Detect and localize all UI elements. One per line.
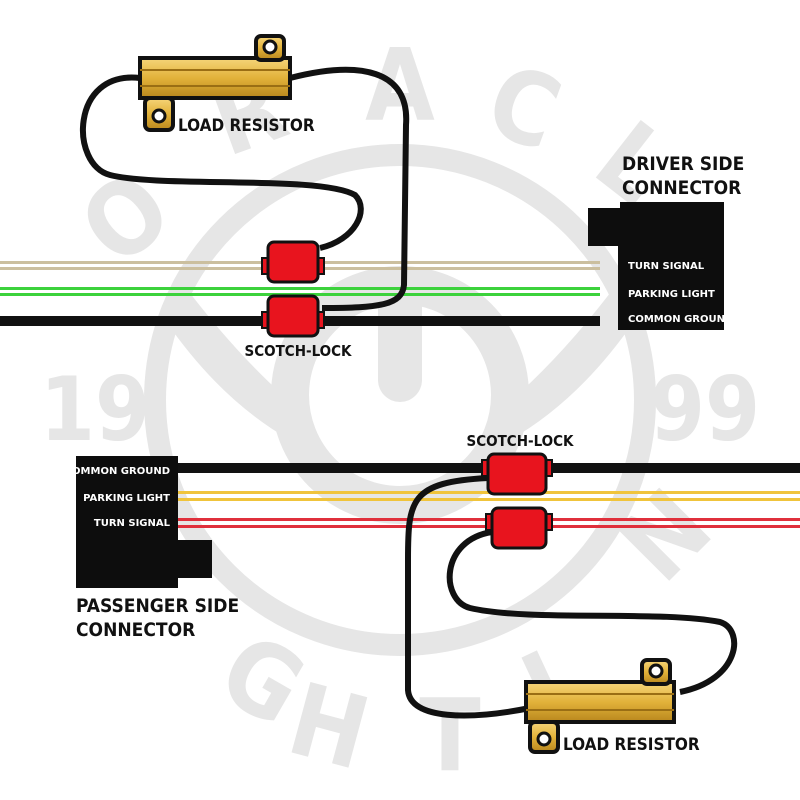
passenger-scotch-lock-label: SCOTCH-LOCK: [467, 432, 575, 450]
watermark-year-left: 19: [40, 358, 150, 461]
passenger-side-harness: LOAD RESISTOR SCOTCH-LOCK COMMON GROUND …: [65, 432, 800, 755]
driver-resistor-label: LOAD RESISTOR: [178, 116, 315, 136]
driver-scotch-lock-label: SCOTCH-LOCK: [245, 342, 353, 360]
watermark-center-mark: [378, 300, 422, 402]
driver-pin-label: PARKING LIGHT: [628, 289, 715, 300]
watermark-letter: A: [365, 27, 435, 144]
resistor-lead-wire: [289, 66, 410, 311]
driver-side-harness: LOAD RESISTOR SCOTCH-LOCK TURN SIGNAL PA…: [0, 34, 744, 360]
passenger-pin-label: TURN SIGNAL: [94, 518, 171, 529]
resistor-mount-hole: [151, 108, 167, 124]
passenger-pin-label: COMMON GROUND: [65, 466, 170, 477]
scotch-lock: [261, 294, 325, 338]
resistor-lead-wire: [80, 74, 364, 251]
driver-connector-title: CONNECTOR: [622, 177, 741, 199]
scotch-lock: [261, 240, 325, 284]
resistor-body: [138, 56, 292, 100]
scotch-lock: [481, 452, 553, 496]
watermark-inner-ring: [271, 266, 529, 524]
driver-pin-label: TURN SIGNAL: [628, 261, 705, 272]
wire-yellow: [178, 498, 800, 501]
resistor-mount-hole: [262, 39, 278, 55]
watermark-letter: T: [419, 677, 480, 794]
passenger-connector-title: CONNECTOR: [76, 619, 195, 641]
watermark-wing-right: [500, 280, 635, 440]
watermark-letter: C: [473, 41, 575, 174]
resistor-body: [524, 680, 676, 724]
driver-connector-title: DRIVER SIDE: [622, 153, 744, 175]
driver-connector: [588, 202, 724, 330]
passenger-pin-label: PARKING LIGHT: [83, 493, 170, 504]
passenger-connector-title: PASSENGER SIDE: [76, 595, 239, 617]
wire-green: [0, 287, 600, 290]
load-resistor: [524, 658, 676, 754]
passenger-connector: [76, 456, 212, 588]
resistor-mount-hole: [536, 731, 552, 747]
resistor-lead-wire: [446, 529, 738, 695]
watermark-year-right: 99: [650, 358, 760, 461]
driver-pin-label: COMMON GROUND: [628, 314, 733, 325]
passenger-resistor-label: LOAD RESISTOR: [563, 735, 700, 755]
scotch-lock: [485, 506, 553, 550]
resistor-lead-wire: [405, 475, 531, 719]
load-resistor: [138, 34, 292, 132]
resistor-mount-hole: [648, 663, 664, 679]
watermark-ring: [144, 144, 656, 656]
